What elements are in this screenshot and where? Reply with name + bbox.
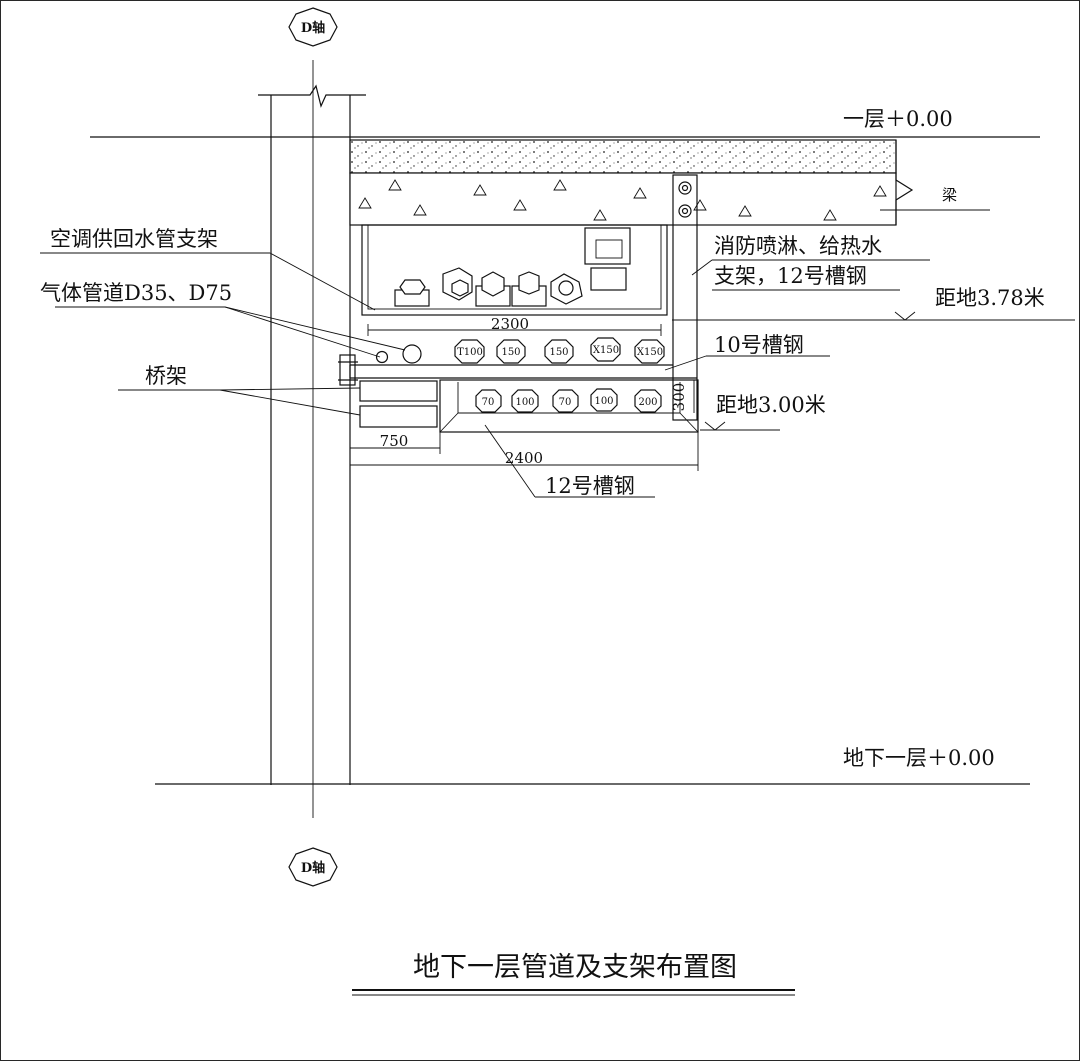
- cable-tray-upper: [359, 380, 438, 402]
- upper-pipe-4: X150: [590, 337, 621, 362]
- upper-pipe-4-label: X150: [593, 345, 619, 356]
- floor-slab: [349, 139, 914, 226]
- lower-pipe-5: 200: [634, 389, 662, 413]
- channel-10: [349, 364, 697, 379]
- drawing-title: 地下一层管道及支架布置图: [413, 952, 737, 983]
- lower-pipe-3-label: 70: [559, 397, 572, 408]
- level-label-lower: 地下一层＋0.00: [843, 746, 995, 770]
- wall-bracket: [338, 354, 358, 386]
- dimension-300: 300: [670, 380, 695, 413]
- upper-pipe-5: X150: [634, 339, 665, 364]
- upper-pipe-row: T100 150 150 X150 X150: [454, 337, 665, 364]
- upper-pipe-3-label: 150: [549, 347, 568, 358]
- upper-pipe-2: 150: [496, 339, 526, 364]
- label-fire-support-2: 支架，12号槽钢: [714, 264, 867, 288]
- dimension-300-label: 300: [670, 383, 688, 412]
- axis-label-bottom: D轴: [301, 860, 325, 876]
- break-line: [258, 84, 366, 108]
- lower-pipe-4-label: 100: [594, 396, 613, 407]
- upper-pipe-5-label: X150: [637, 347, 663, 358]
- label-ac-support: 空调供回水管支架: [50, 227, 218, 251]
- level-label-upper: 一层＋0.00: [843, 107, 953, 131]
- elev-300-label: 距地3.00米: [716, 393, 826, 417]
- upper-pipe-3: 150: [544, 339, 574, 364]
- lower-pipe-4: 100: [590, 388, 618, 412]
- label-fire-support-1: 消防喷淋、给热水: [714, 234, 882, 258]
- beam: [349, 172, 897, 226]
- axis-marker-bottom: D轴: [288, 847, 338, 887]
- dimension-750-label: 750: [380, 432, 409, 450]
- channel-12-support: [439, 379, 699, 433]
- lower-pipe-2-label: 100: [515, 397, 534, 408]
- axis-marker-top: D轴: [288, 7, 338, 47]
- lower-pipe-3: 70: [552, 389, 579, 413]
- ac-support-frame: [361, 224, 668, 316]
- dimension-2400: 2400: [349, 432, 699, 471]
- upper-pipe-1: T100: [454, 339, 485, 364]
- axis-label-top: D轴: [301, 20, 325, 36]
- upper-pipe-1-label: T100: [457, 347, 483, 358]
- dimension-750: 750: [349, 432, 441, 454]
- label-gas-pipe: 气体管道D35、D75: [40, 281, 232, 305]
- label-channel-10: 10号槽钢: [714, 333, 804, 357]
- fire-hanger: [672, 174, 698, 421]
- label-cable-tray: 桥架: [145, 364, 187, 388]
- gas-pipe-d35: [375, 350, 389, 364]
- lower-pipe-5-label: 200: [638, 397, 657, 408]
- lower-pipe-2: 100: [511, 389, 539, 413]
- lower-pipe-1-label: 70: [482, 397, 495, 408]
- elev-378-label: 距地3.78米: [935, 286, 1045, 310]
- dimension-2300-label: 2300: [491, 315, 529, 333]
- dimension-2400-label: 2400: [505, 449, 543, 467]
- upper-pipe-2-label: 150: [501, 347, 520, 358]
- lower-pipe-1: 70: [475, 389, 502, 413]
- cable-trays: [359, 380, 438, 428]
- label-channel-12: 12号槽钢: [545, 474, 635, 498]
- dimension-2300: 2300: [367, 315, 662, 336]
- cable-tray-lower: [359, 405, 438, 428]
- beam-label: 梁: [942, 186, 957, 204]
- lower-pipe-row: 70 100 70 100 200: [475, 388, 662, 413]
- gas-pipe-d75: [402, 344, 422, 364]
